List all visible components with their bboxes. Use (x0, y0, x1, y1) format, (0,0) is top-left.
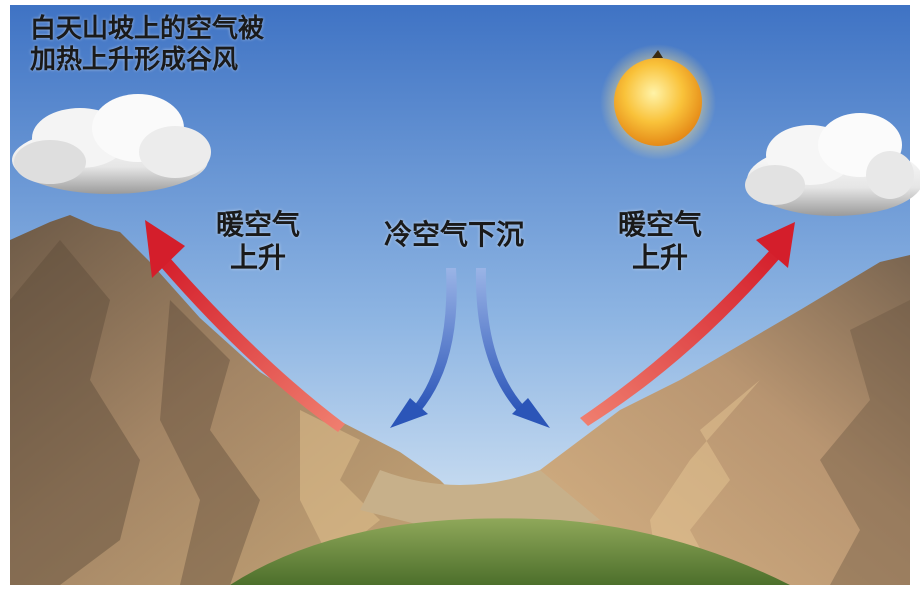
cold-air-label: 冷空气下沉 (384, 218, 525, 251)
left-mountain (10, 215, 480, 585)
warm-air-left-line-1: 暖空气 (216, 208, 301, 241)
title-line-1: 白天山坡上的空气被 (30, 14, 265, 44)
warm-air-left-label: 暖空气 上升 (216, 208, 300, 274)
right-mountain (500, 255, 910, 585)
warm-air-right-label: 暖空气 上升 (618, 208, 702, 274)
warm-air-left-line-2: 上升 (230, 241, 287, 275)
cloud-icon (12, 94, 211, 194)
cloud-icon (745, 113, 920, 216)
valley-grass (230, 518, 790, 585)
sun-icon (600, 44, 716, 160)
diagram-title: 白天山坡上的空气被 加热上升形成谷风 (30, 14, 264, 75)
valley-floor (360, 470, 600, 534)
title-line-2: 加热上升形成谷风 (30, 44, 239, 75)
warm-air-right-line-2: 上升 (632, 241, 689, 275)
cold-air-arrow-icon (475, 268, 550, 428)
warm-air-arrow-icon (580, 222, 795, 426)
warm-air-arrow-icon (145, 220, 345, 432)
warm-air-right-line-1: 暖空气 (618, 208, 703, 241)
cold-air-arrow-icon (390, 268, 457, 428)
